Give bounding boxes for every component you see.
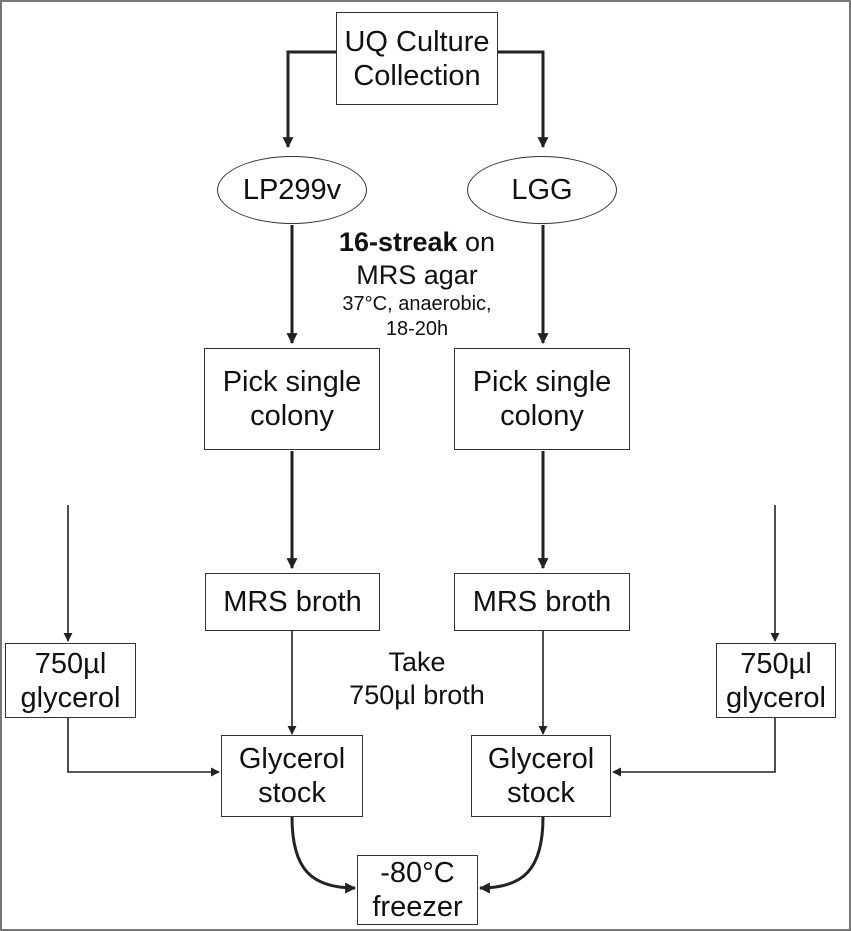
glycerol-right-box: 750µl glycerol — [716, 643, 836, 718]
lp299v-label: LP299v — [242, 174, 342, 206]
pick-colony-left-box: Pick single colony — [204, 348, 380, 450]
stock-left-line-2: stock — [258, 777, 326, 809]
glycerol-left-box: 750µl glycerol — [5, 643, 136, 718]
arrow-source-to-lp299v — [282, 50, 336, 149]
lp299v-ellipse: LP299v — [217, 156, 367, 224]
lgg-ellipse: LGG — [467, 156, 617, 224]
streak-conditions-line-1: 37°C, anaerobic, — [342, 293, 492, 315]
arrow-stock-right-to-freezer — [478, 816, 545, 894]
pick-left-line-1: Pick single — [222, 366, 362, 398]
streak-on-text: on — [457, 227, 496, 257]
streak-medium-text: MRS agar — [356, 260, 478, 290]
glycerol-stock-left-box: Glycerol stock — [221, 735, 363, 817]
pick-right-line-1: Pick single — [472, 366, 612, 398]
glycerol-left-line-2: glycerol — [20, 681, 121, 714]
stock-right-line-1: Glycerol — [487, 743, 595, 775]
mrs-broth-left-box: MRS broth — [205, 573, 380, 631]
streak-annotation: 16-streak on MRS agar 37°C, anaerobic, 1… — [306, 226, 528, 342]
arrow-glycerol-right-to-stock — [612, 718, 776, 777]
source-line-1: UQ Culture — [344, 25, 490, 58]
glycerol-right-line-2: glycerol — [726, 681, 826, 714]
streak-bold-text: 16-streak — [338, 227, 458, 257]
glycerol-stock-right-box: Glycerol stock — [471, 735, 611, 817]
freezer-line-2: freezer — [372, 891, 463, 923]
uq-culture-collection-box: UQ Culture Collection — [336, 12, 498, 105]
broth-right-label: MRS broth — [472, 586, 612, 618]
glycerol-left-line-1: 750µl — [34, 647, 107, 680]
source-line-2: Collection — [353, 59, 481, 92]
streak-conditions-line-2: 18-20h — [385, 318, 449, 340]
pick-colony-right-box: Pick single colony — [454, 348, 630, 450]
freezer-line-1: -80°C — [380, 857, 455, 889]
broth-left-label: MRS broth — [223, 586, 362, 618]
take-line-1: Take — [388, 647, 446, 677]
stock-left-line-1: Glycerol — [238, 743, 346, 775]
arrow-glycerol-left-to-stock — [67, 718, 220, 777]
take-broth-annotation: Take 750µl broth — [330, 646, 504, 712]
freezer-box: -80°C freezer — [357, 855, 478, 925]
stock-right-line-2: stock — [507, 777, 575, 809]
glycerol-right-line-1: 750µl — [740, 647, 812, 680]
arrow-stock-left-to-freezer — [290, 816, 357, 894]
take-line-2: 750µl broth — [349, 680, 485, 710]
arrow-source-to-lgg — [498, 50, 549, 149]
streak-line-1: 16-streak on — [339, 226, 495, 259]
mrs-broth-right-box: MRS broth — [454, 573, 630, 631]
lgg-label: LGG — [511, 174, 573, 206]
pick-left-line-2: colony — [250, 400, 334, 432]
pick-right-line-2: colony — [500, 400, 584, 432]
